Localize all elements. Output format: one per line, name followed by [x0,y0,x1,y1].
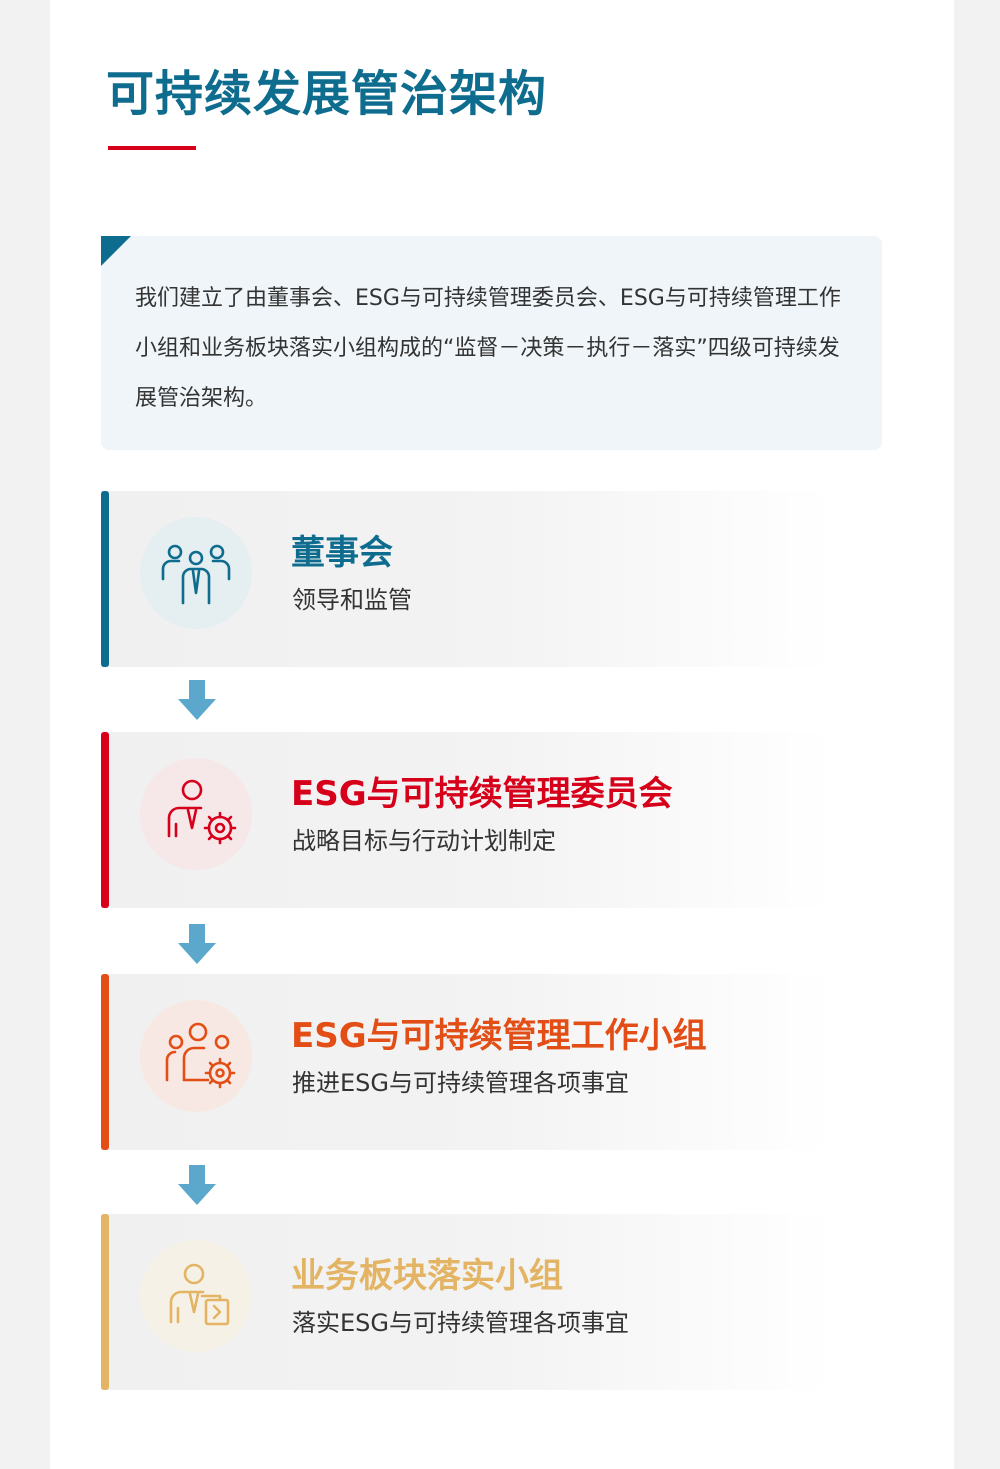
page-panel: 可持续发展管治架构 我们建立了由董事会、ESG与可持续管理委员会、ESG与可持续… [50,0,954,1469]
tier-accent-bar [101,491,109,667]
icon-badge [140,758,252,870]
tier-accent-bar [101,1214,109,1390]
person-gear-icon [167,779,237,845]
board-people-icon [161,544,231,605]
person-document-icon [169,1263,230,1326]
down-arrow-icon [178,1165,216,1205]
tier-title: 董事会 [291,533,393,573]
title-underline [108,146,196,150]
tier-subtitle: 落实ESG与可持续管理各项事宜 [292,1309,629,1337]
tier-accent-bar [101,732,109,908]
tier-card-business-unit: 业务板块落实小组 落实ESG与可持续管理各项事宜 [101,1214,831,1390]
tier-title: ESG与可持续管理工作小组 [291,1016,707,1056]
group-gear-icon [165,1022,236,1089]
intro-box: 我们建立了由董事会、ESG与可持续管理委员会、ESG与可持续管理工作小组和业务板… [101,236,882,450]
corner-accent [101,236,131,266]
page-title: 可持续发展管治架构 [106,66,548,122]
tier-subtitle: 领导和监管 [292,586,412,614]
tier-title: ESG与可持续管理委员会 [291,774,673,814]
tier-accent-bar [101,974,109,1150]
icon-badge [140,1240,252,1352]
down-arrow-icon [178,680,216,720]
tier-card-committee: ESG与可持续管理委员会 战略目标与行动计划制定 [101,732,831,908]
icon-badge [140,1000,252,1112]
tier-card-board: 董事会 领导和监管 [101,491,831,667]
tier-card-working-group: ESG与可持续管理工作小组 推进ESG与可持续管理各项事宜 [101,974,831,1150]
down-arrow-icon [178,924,216,964]
tier-title: 业务板块落实小组 [291,1256,563,1296]
intro-text: 我们建立了由董事会、ESG与可持续管理委员会、ESG与可持续管理工作小组和业务板… [135,286,841,411]
tier-subtitle: 战略目标与行动计划制定 [292,827,556,855]
tier-subtitle: 推进ESG与可持续管理各项事宜 [292,1069,629,1097]
icon-badge [140,517,252,629]
